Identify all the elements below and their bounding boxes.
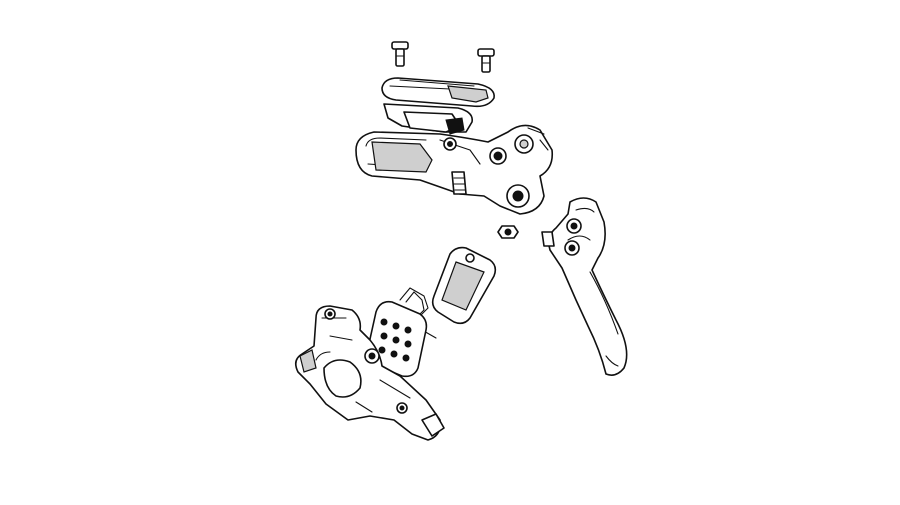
reservoir-screw-left <box>391 41 409 67</box>
brake-lever-blade <box>541 197 628 376</box>
reservoir-cap <box>381 77 495 108</box>
caliper-body <box>294 305 445 441</box>
lever-pivot-bolt <box>497 225 519 239</box>
master-cylinder-body <box>355 124 554 215</box>
reservoir-diaphragm <box>383 103 474 135</box>
brake-pad-inner <box>431 246 497 325</box>
reservoir-screw-right <box>477 48 495 73</box>
